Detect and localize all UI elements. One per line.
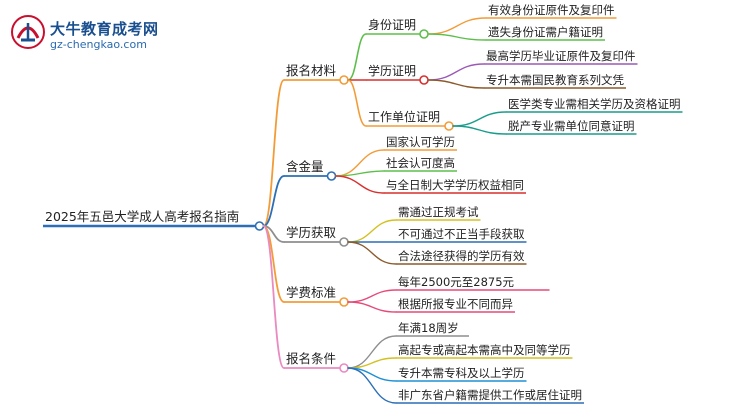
leaf-connector xyxy=(347,367,397,404)
leaf-label: 每年2500元至2875元 xyxy=(398,275,515,289)
leaf-connector xyxy=(427,63,485,81)
leaf-label: 根据所报专业不同而异 xyxy=(398,297,513,311)
branch-label: 含金量 xyxy=(286,159,324,174)
branch-label: 学费标准 xyxy=(286,285,336,300)
sub-branch-label: 工作单位证明 xyxy=(368,109,440,124)
branch-label: 报名材料 xyxy=(286,63,337,78)
logo-url: gz-chengkao.com xyxy=(50,38,147,51)
sub-branch-node xyxy=(419,75,429,85)
branch-node xyxy=(339,297,349,307)
sub-branch-node xyxy=(444,121,454,131)
leaf-connector xyxy=(427,79,485,89)
leaf-label: 社会认可度高 xyxy=(386,156,455,170)
root-label: 2025年五邑大学成人高考报名指南 xyxy=(45,209,239,224)
leaf-label: 国家认可学历 xyxy=(386,135,455,149)
site-logo[interactable]: 大牛教育成考网 gz-chengkao.com xyxy=(10,14,210,54)
leaf-label: 非广东省户籍需提供工作或居住证明 xyxy=(398,388,582,402)
leaf-label: 医学类专业需相关学历及资格证明 xyxy=(508,97,681,111)
logo-mark-icon xyxy=(11,15,45,49)
leaf-label: 高起专或高起本需高中及同等学历 xyxy=(398,343,571,357)
branch-node xyxy=(339,363,349,373)
sub-branch-label: 身份证明 xyxy=(368,17,416,32)
branch-node xyxy=(339,75,349,85)
branch-connector xyxy=(262,225,285,369)
branch-node xyxy=(339,237,349,247)
leaf-connector xyxy=(334,170,385,177)
leaf-connector xyxy=(347,289,397,303)
leaf-connector xyxy=(347,219,397,243)
leaf-connector xyxy=(427,17,487,35)
leaf-label: 合法途径获得的学历有效 xyxy=(398,249,525,263)
leaf-label: 脱产专业需单位同意证明 xyxy=(508,119,635,133)
leaf-label: 不可通过不正当手段获取 xyxy=(398,227,525,241)
leaf-connector xyxy=(334,175,385,194)
sub-branch-node xyxy=(419,29,429,39)
branch-label: 报名条件 xyxy=(286,351,336,366)
leaf-label: 最高学历毕业证原件及复印件 xyxy=(486,49,636,63)
leaf-label: 专升本需国民教育系列文凭 xyxy=(486,73,624,87)
leaf-connector xyxy=(452,111,507,127)
sub-branch-connector xyxy=(347,79,367,127)
sub-branch-connector xyxy=(347,33,367,81)
branch-node xyxy=(326,171,337,181)
leaf-label: 年满18周岁 xyxy=(398,321,459,335)
leaf-label: 有效身份证原件及复印件 xyxy=(488,3,615,17)
leaf-connector xyxy=(347,241,397,265)
root-node xyxy=(254,221,265,231)
leaf-label: 专升本需专科及以上学历 xyxy=(398,366,525,380)
leaf-connector xyxy=(427,33,487,41)
leaf-connector xyxy=(347,301,397,313)
branch-connector xyxy=(262,79,285,227)
leaf-label: 需通过正规考试 xyxy=(398,205,479,219)
leaf-label: 遗失身份证需户籍证明 xyxy=(488,25,603,39)
sub-branch-label: 学历证明 xyxy=(368,63,416,78)
logo-title: 大牛教育成考网 xyxy=(50,20,159,38)
branch-label: 学历获取 xyxy=(286,225,337,240)
leaf-connector xyxy=(452,125,507,135)
leaf-connector xyxy=(334,149,385,177)
leaf-label: 与全日制大学学历权益相同 xyxy=(386,178,524,192)
branch-connector xyxy=(262,175,285,227)
